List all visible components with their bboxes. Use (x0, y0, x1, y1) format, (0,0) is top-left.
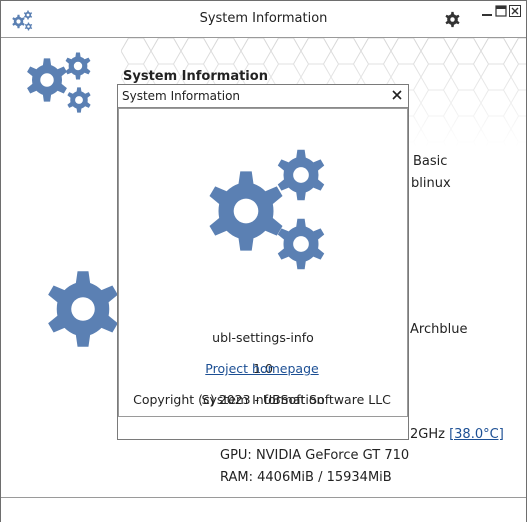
maximize-button[interactable] (495, 5, 507, 17)
dialog-footer (118, 416, 408, 438)
gear-icon (48, 271, 118, 347)
cpu-line: 2GHz [38.0°C] (410, 427, 504, 442)
status-bar (1, 497, 526, 522)
header-gears-icon (27, 52, 91, 113)
page-heading: System Information (123, 69, 268, 84)
dialog-title: System Information (122, 89, 241, 103)
window-title: System Information (199, 11, 328, 26)
project-homepage-link[interactable]: Project homepage (205, 361, 319, 376)
title-bar: System Information (1, 1, 526, 38)
copyright-text: Copyright (c) 2023 - UBSoft Software LLC (133, 392, 391, 407)
about-dialog: System Information ubl-settings-info 1.0… (117, 84, 409, 440)
close-button[interactable] (509, 5, 521, 17)
cpu-temperature-link[interactable]: [38.0°C] (449, 427, 504, 442)
cpu-frequency: 2GHz (410, 427, 445, 442)
gpu-text: GPU: NVIDIA GeForce GT 710 (220, 448, 410, 463)
gears-icon (12, 10, 33, 31)
minimize-button[interactable] (481, 5, 493, 17)
close-icon[interactable] (390, 88, 404, 102)
project-homepage-line: Project homepage (118, 361, 406, 376)
ram-text: RAM: 4406MiB / 15934MiB (220, 470, 392, 485)
gear-icon[interactable] (444, 11, 461, 28)
app-version: 1.0 (253, 361, 273, 376)
distro-basic-text: Basic (413, 154, 448, 169)
gears-logo-icon (209, 149, 325, 270)
distro-name-text: blinux (411, 176, 451, 191)
theme-text: Archblue (410, 322, 468, 337)
app-name: ubl-settings-info (212, 330, 314, 345)
app-description: System Information (201, 392, 325, 407)
dialog-title-bar: System Information (118, 85, 408, 108)
dialog-body: ubl-settings-info 1.0 System Information (118, 108, 408, 417)
